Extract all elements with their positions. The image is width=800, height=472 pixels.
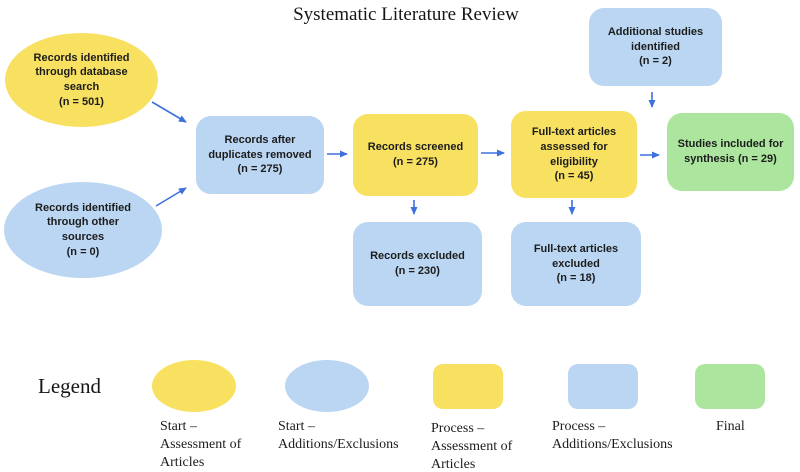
legend-swatch-final — [695, 364, 765, 409]
legend-label-process-additions: Process – Additions/Exclusions — [552, 419, 673, 453]
node-label: Records excluded (n = 230) — [370, 250, 465, 277]
node-label: Full-text articles assessed for eligibil… — [531, 126, 617, 183]
node-fulltext-assessed: Full-text articles assessed for eligibil… — [511, 111, 637, 198]
node-records-screened: Records screened (n = 275) — [353, 114, 478, 196]
arrow-other-to-dup — [155, 187, 187, 207]
legend-swatch-process-additions — [568, 364, 638, 409]
legend-label-start-additions: Start – Additions/Exclusions — [278, 419, 399, 453]
node-studies-included: Studies included for synthesis (n = 29) — [667, 113, 794, 191]
node-records-excluded: Records excluded (n = 230) — [353, 222, 482, 306]
node-label: Full-text articles excluded (n = 18) — [533, 243, 619, 285]
arrow-db-to-dup — [151, 101, 187, 123]
node-label: Additional studies identified (n = 2) — [607, 26, 704, 68]
diagram-title: Systematic Literature Review — [293, 4, 519, 25]
node-label: Records screened (n = 275) — [367, 141, 464, 168]
legend-swatch-start-additions — [285, 360, 369, 412]
legend-swatch-process-assessment — [433, 364, 503, 409]
node-label: Records after duplicates removed (n = 27… — [208, 134, 312, 176]
legend-title: Legend — [38, 374, 101, 398]
node-label: Studies included for synthesis (n = 29) — [677, 138, 784, 165]
legend-label-start-assessment: Start – Assessment of Articles — [160, 419, 242, 471]
node-label: Records identified through other sources… — [35, 201, 131, 258]
legend-swatch-start-assessment — [152, 360, 236, 412]
node-fulltext-excluded: Full-text articles excluded (n = 18) — [511, 222, 641, 306]
node-additional-studies: Additional studies identified (n = 2) — [589, 8, 722, 86]
legend-label-final: Final — [716, 419, 745, 434]
node-records-other-sources: Records identified through other sources… — [4, 182, 162, 278]
node-after-duplicates-removed: Records after duplicates removed (n = 27… — [196, 116, 324, 194]
legend-label-process-assessment: Process – Assessment of Articles — [431, 421, 513, 472]
node-label: Records identified through database sear… — [33, 51, 130, 108]
node-records-database-search: Records identified through database sear… — [5, 33, 158, 127]
